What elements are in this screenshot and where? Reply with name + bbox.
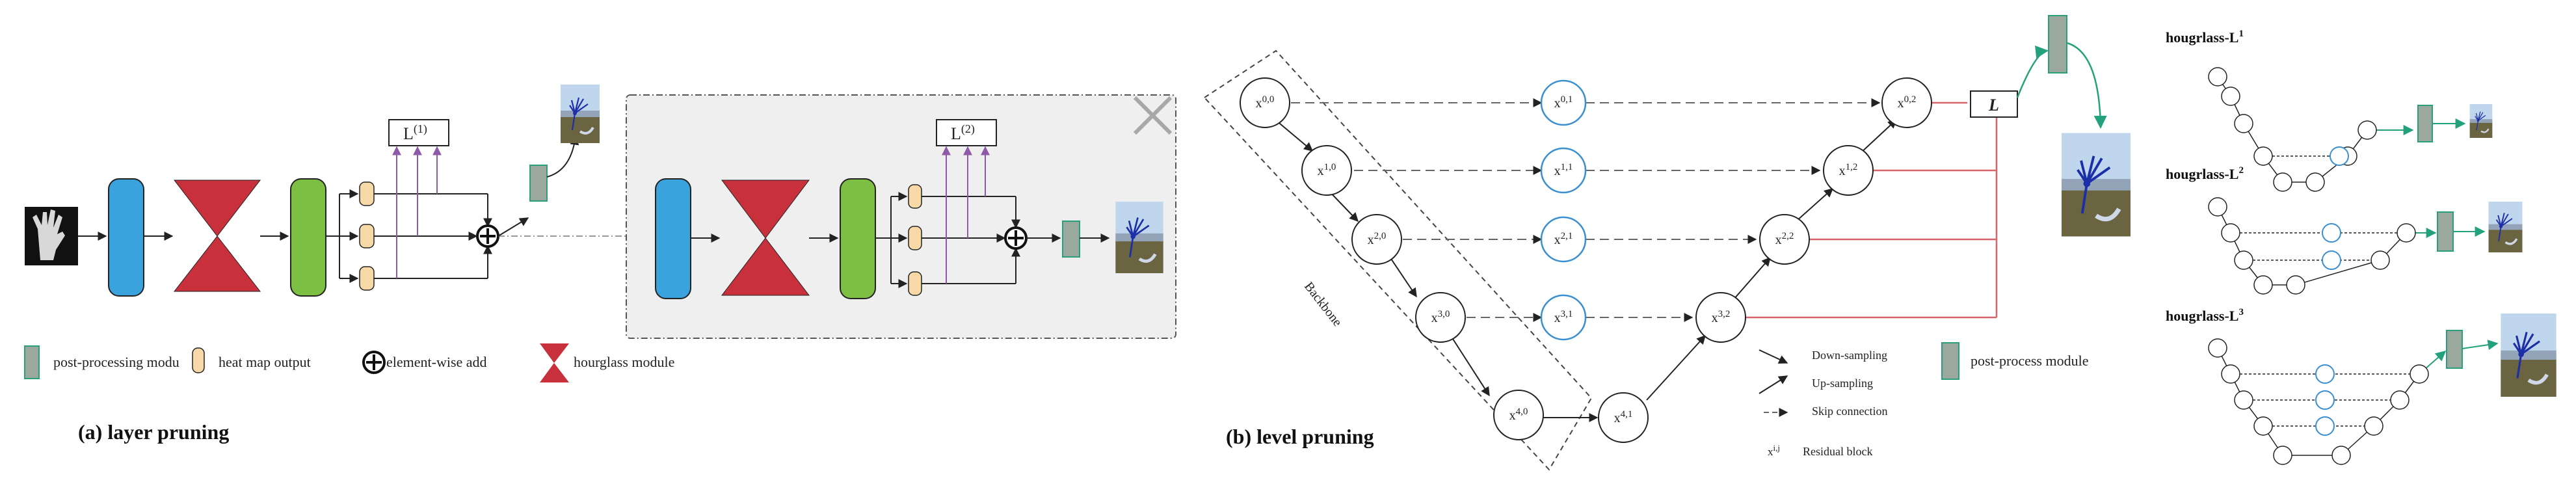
hourglass-block-1 xyxy=(173,180,261,292)
level-pruning-diagram: Backbone xyxy=(1203,15,2131,471)
node-x41: x4,1 xyxy=(1598,392,1649,443)
add-lines-2 xyxy=(922,196,1020,284)
legend-post-label: post-processing modu xyxy=(53,354,179,370)
add-lines-1 xyxy=(374,193,492,279)
post-module-level xyxy=(2048,15,2067,74)
loss-box-2 xyxy=(936,119,997,146)
panel-3-graph xyxy=(2208,338,2447,465)
skip-connections xyxy=(1291,98,1881,322)
green-block-1 xyxy=(290,178,326,297)
level-nodes: x0,0 x1,0 x2,0 x3,0 x4,0 x0,1 xyxy=(1240,77,1932,443)
backbone-label: Backbone xyxy=(1301,280,1345,330)
panel-title-1: hougrlass-L1 xyxy=(2166,29,2244,46)
heatmap-2a xyxy=(908,184,922,209)
panel-title-3: hougrlass-L3 xyxy=(2166,307,2244,324)
heatmap-1b xyxy=(359,224,375,248)
legend-skip-label: Skip connection xyxy=(1812,405,1887,418)
blue-block-1 xyxy=(108,178,144,297)
node-x12: x1,2 xyxy=(1823,145,1874,196)
legend-residual-symbol: xi,j xyxy=(1768,443,1780,458)
loss-label-1: L(1) xyxy=(403,122,427,143)
legend-down-label: Down-sampling xyxy=(1812,349,1887,362)
blue-block-2 xyxy=(655,178,691,299)
legend-up-label: Up-sampling xyxy=(1812,377,1873,390)
node-x02: x0,2 xyxy=(1881,77,1932,128)
legend-heatmap-label: heat map output xyxy=(219,354,311,370)
supervision-2 xyxy=(942,146,990,284)
element-add-1 xyxy=(476,224,499,248)
prune-cross-icon xyxy=(1133,96,1173,135)
panel-3-post xyxy=(2446,330,2463,369)
panel-1-output xyxy=(2470,104,2493,138)
output-red-lines xyxy=(1746,101,1998,319)
heatmap-2b xyxy=(908,226,922,250)
loss-label-level: L xyxy=(1988,96,1999,114)
node-x31: x3,1 xyxy=(1540,294,1587,341)
legend-heatmap-icon xyxy=(192,347,205,373)
node-x00: x0,0 xyxy=(1240,77,1290,128)
node-x20: x2,0 xyxy=(1351,214,1402,265)
node-x40: x4,0 xyxy=(1493,390,1544,440)
node-x01: x0,1 xyxy=(1540,79,1587,126)
loss-label-2: L(2) xyxy=(951,122,975,143)
supervision-1 xyxy=(392,146,442,278)
arrow-to-post-level xyxy=(2016,46,2049,98)
heatmap-branch-1 xyxy=(326,189,359,283)
legend-up-icon xyxy=(1759,375,1788,394)
node-x10: x1,0 xyxy=(1301,145,1352,196)
panel-1-post xyxy=(2417,105,2433,142)
hourglass-block-2 xyxy=(721,180,810,296)
output-hand-1 xyxy=(561,85,600,143)
heatmap-1a xyxy=(359,181,375,206)
pruned-stage-box xyxy=(626,94,1176,339)
output-hand-2 xyxy=(1115,202,1163,273)
caption-level-pruning: (b) level pruning xyxy=(1226,425,1374,448)
post-module-1 xyxy=(529,165,548,202)
legend-post-process-label: post-process module xyxy=(1971,353,2088,369)
heatmap-2c xyxy=(908,271,922,296)
panel-title-2: hougrlass-L2 xyxy=(2166,165,2244,182)
legend-layer-pruning: post-processing modu heat map output ele… xyxy=(24,343,674,382)
input-hand-image xyxy=(25,207,78,265)
arrow-to-output-level xyxy=(2066,42,2107,129)
svg-text:x0,0: x0,0 xyxy=(1256,94,1275,111)
caption-layer-pruning: (a) layer pruning xyxy=(78,420,229,444)
node-x32: x3,2 xyxy=(1695,292,1746,343)
output-hand-level xyxy=(2062,133,2131,237)
panel-2-graph xyxy=(2208,197,2437,295)
panel-2-output xyxy=(2489,202,2523,252)
heatmap-branch-2 xyxy=(875,192,908,288)
green-block-2 xyxy=(840,178,876,299)
loss-box-1 xyxy=(388,119,449,146)
backbone-outline xyxy=(1203,49,1593,471)
node-x21: x2,1 xyxy=(1540,216,1587,263)
hourglass-panels: hougrlass-L1 hougrlass-L2 xyxy=(2166,29,2556,465)
node-x22: x2,2 xyxy=(1759,214,1810,265)
legend-residual-label: Residual block xyxy=(1803,445,1872,458)
legend-level-pruning: Down-sampling Up-sampling Skip connectio… xyxy=(1759,342,2088,458)
legend-add-label: element-wise add xyxy=(386,354,487,370)
node-x11: x1,1 xyxy=(1540,147,1587,194)
legend-down-icon xyxy=(1759,349,1788,364)
legend-post-icon xyxy=(24,345,40,379)
loss-box-level xyxy=(1970,90,2018,118)
heatmap-1c xyxy=(359,266,375,291)
legend-post-process-icon xyxy=(1941,342,1959,380)
sampling-arrows xyxy=(1275,119,1898,422)
node-x30: x3,0 xyxy=(1415,292,1466,343)
element-add-2 xyxy=(1004,226,1028,250)
panel-2-post xyxy=(2437,211,2454,252)
layer-pruning-diagram: L(1) xyxy=(24,85,1176,444)
legend-hourglass-label: hourglass module xyxy=(574,354,674,370)
legend-add-icon xyxy=(362,351,386,374)
legend-hourglass-icon xyxy=(540,343,569,382)
arrow-to-post-1 xyxy=(498,217,529,237)
panel-1-graph xyxy=(2208,67,2414,192)
panel-3-arrow xyxy=(2462,340,2499,351)
post-module-2 xyxy=(1062,221,1080,258)
panel-3-output xyxy=(2501,314,2556,397)
